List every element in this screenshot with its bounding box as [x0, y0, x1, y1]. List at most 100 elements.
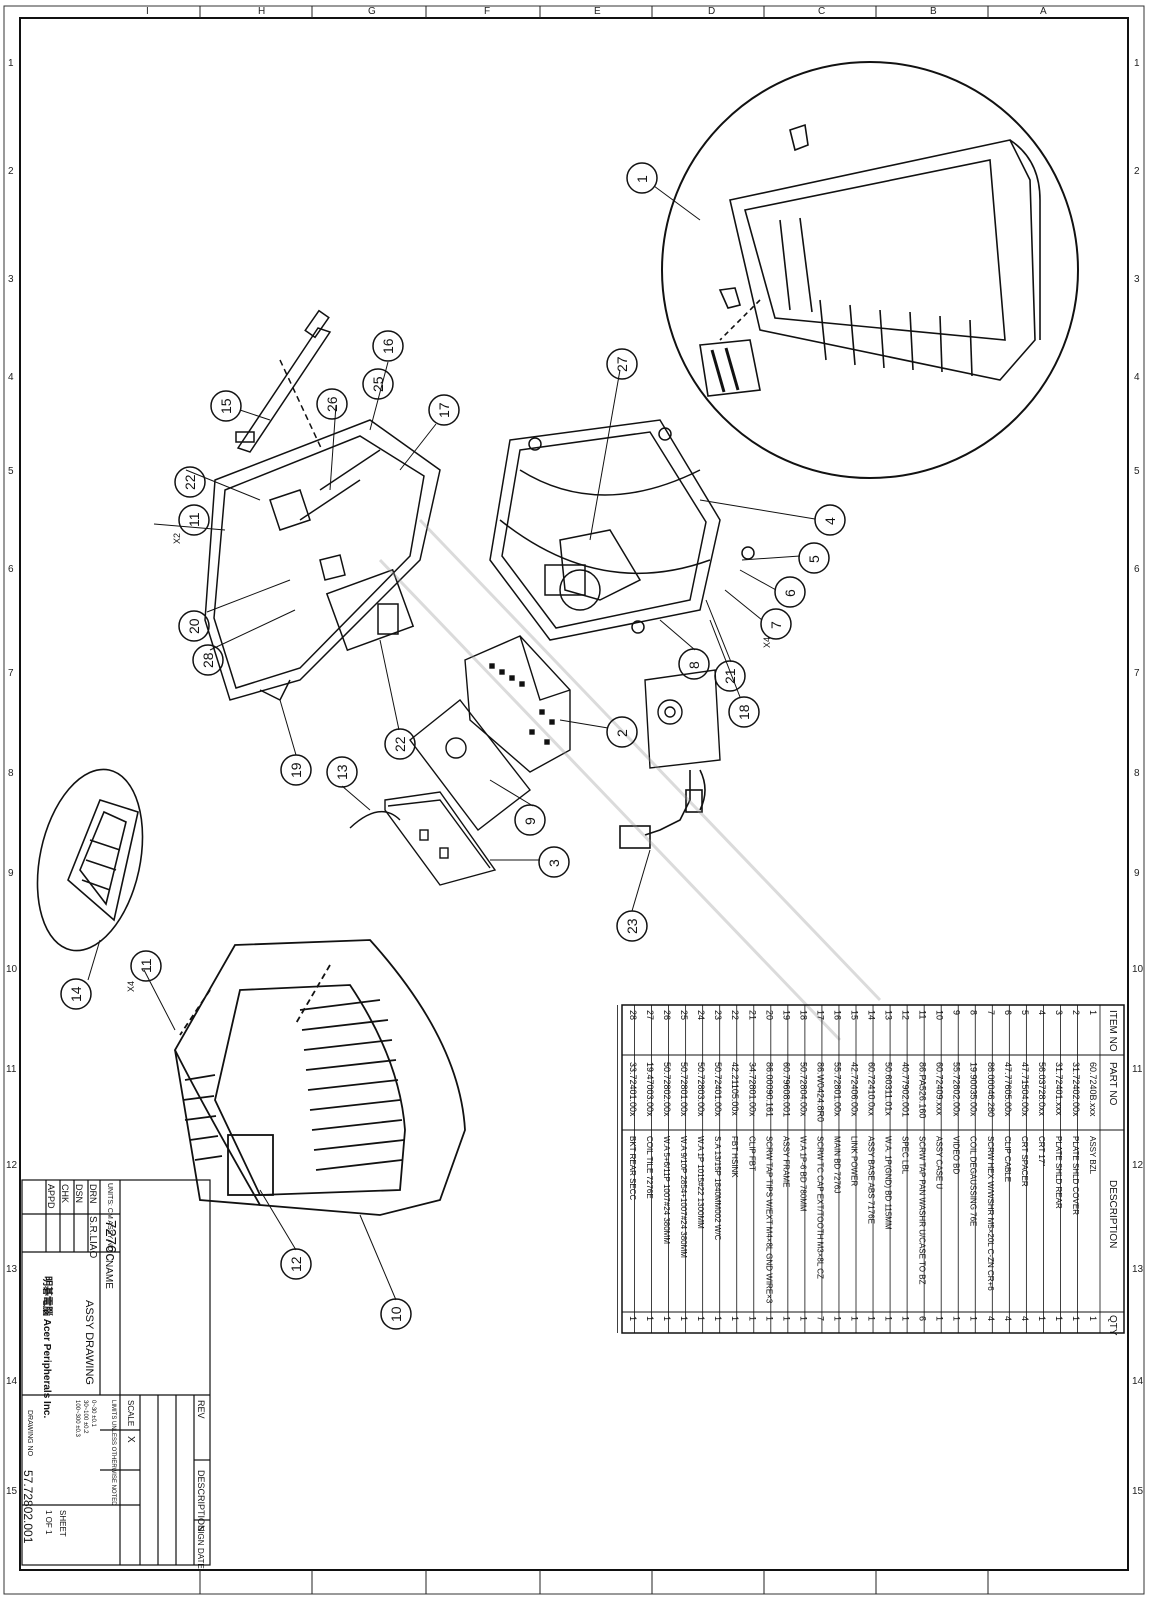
bom-cell-item: 15: [849, 1010, 859, 1020]
bom-cell-part: 34.72801.00x: [747, 1062, 757, 1117]
bom-cell-item: 7: [986, 1010, 996, 1015]
zone-number: 14: [1132, 1376, 1144, 1387]
bom-cell-qty: 1: [747, 1316, 757, 1321]
multiplier-x4-base: X4: [126, 981, 136, 992]
bom-cell-item: 12: [901, 1010, 911, 1020]
bom-cell-item: 21: [747, 1010, 757, 1020]
rev-label: REV: [196, 1400, 206, 1419]
bom-cell-desc: W.A 5+6/11P 1007#24 380MM: [662, 1136, 671, 1244]
callout-5: 5: [798, 542, 830, 574]
bom-cell-qty: 1: [952, 1316, 962, 1321]
callout-label: 2: [614, 729, 630, 737]
bom-cell-qty: 1: [1054, 1316, 1064, 1321]
zone-number: 10: [6, 964, 18, 975]
bezel-detail-view: [661, 61, 1079, 479]
monitor-rear-cover: [173, 939, 466, 1216]
bom-cell-desc: PLATE SHLD REAR: [1054, 1136, 1063, 1209]
bom-cell-desc: ASSY BZL: [1088, 1136, 1097, 1175]
bom-cell-qty: 1: [867, 1316, 877, 1321]
bom-cell-part: 31.72402.00x: [1071, 1062, 1081, 1117]
bom-cell-item: 9: [952, 1010, 962, 1015]
bom-cell-desc: CLIP CABLE: [1003, 1136, 1012, 1182]
callout-label: 22: [392, 736, 408, 752]
bom-cell-item: 27: [645, 1010, 655, 1020]
date-label: DATE: [196, 1548, 205, 1569]
zone-number: 2: [1134, 166, 1140, 177]
bom-cell-qty: 1: [764, 1316, 774, 1321]
zone-number: 13: [6, 1264, 18, 1275]
bom-cell-desc: SCRW HEX W/WSHR M5×20L C-ZN CR+6: [986, 1136, 995, 1291]
callout-18: 18: [728, 696, 760, 728]
bom-cell-qty: 6: [918, 1316, 928, 1321]
video-board: [409, 669, 721, 831]
tolerance-label: LIMITS UNLESS OTHERWISE NOTED: [110, 1400, 116, 1506]
zone-letter: C: [818, 6, 825, 17]
zone-number: 3: [1134, 274, 1140, 285]
bom-cell-item: 26: [662, 1010, 672, 1020]
tolerance-2: 30~100 ±0.2: [82, 1400, 88, 1434]
bom-cell-item: 5: [1020, 1010, 1030, 1015]
bom-cell-part: 56.03728.0xx: [1037, 1062, 1047, 1117]
callout-label: 6: [782, 589, 798, 597]
callout-3: 3: [538, 846, 570, 878]
bom-cell-desc: MAIN BD 7276J: [832, 1136, 841, 1193]
zone-number: 7: [1134, 668, 1140, 679]
title-block: [21, 1179, 211, 1566]
zone-number: 2: [8, 166, 14, 177]
zone-numbers-left: 1 2 3 4 5 6 7 8 9 10 11 12 13 14 15: [6, 58, 18, 1497]
callout-label: 15: [218, 398, 234, 414]
bom-cell-qty: 4: [1003, 1316, 1013, 1321]
bom-cell-part: 47.71504.00x: [1020, 1062, 1030, 1117]
scale-label: SCALE: [126, 1400, 135, 1426]
callout-14: 14: [60, 978, 92, 1010]
zone-number: 4: [8, 372, 14, 383]
callout-8: 8: [678, 648, 710, 680]
callout-label: 10: [388, 1306, 404, 1322]
bom-cell-part: 86.W0424.8R0: [815, 1062, 825, 1122]
zone-letter: A: [1040, 6, 1047, 17]
bom-cell-desc: VIDEO BD: [952, 1136, 961, 1174]
bom-cell-desc: COIL TILE 7276E: [645, 1136, 654, 1199]
bom-cell-item: 2: [1071, 1010, 1081, 1015]
bom-cell-qty: 1: [1088, 1316, 1098, 1321]
rear-shield-plate: [349, 791, 497, 886]
zone-number: 9: [1134, 868, 1140, 879]
callout-label: 18: [736, 704, 752, 720]
bom-cell-item: 11: [918, 1010, 928, 1019]
zone-number: 5: [1134, 466, 1140, 477]
zone-number: 7: [8, 668, 14, 679]
appd-label: APPD: [46, 1184, 56, 1209]
zone-number: 14: [6, 1376, 18, 1387]
units-label: UNITS: CM ASSY NO.: [106, 1183, 113, 1253]
callout-2: 2: [606, 716, 638, 748]
zone-number: 6: [1134, 564, 1140, 575]
bom-cell-qty: 1: [628, 1316, 638, 1321]
callout-label: 19: [288, 762, 304, 778]
callout-label: 23: [624, 918, 640, 934]
bom-cell-item: 17: [815, 1010, 825, 1020]
bom-cell-item: 28: [628, 1010, 638, 1020]
bom-cell-desc: SCRW TAP TIPS W/EXT M4×8L GND WIRE×3: [764, 1136, 773, 1304]
bom-cell-qty: 1: [935, 1316, 945, 1321]
bom-header-part: PART NO: [1107, 1062, 1118, 1106]
bom-cell-qty: 1: [781, 1316, 791, 1321]
zone-letters-top: I H G F E D C B A: [146, 6, 1047, 17]
tilt-swivel-base: [36, 768, 144, 952]
callout-17: 17: [428, 394, 460, 426]
callout-21: 21: [714, 660, 746, 692]
callout-22b: 22: [384, 728, 416, 760]
callout-label: 5: [806, 555, 822, 563]
bom-cell-item: 10: [935, 1010, 945, 1020]
bom-cell-desc: CLIP FBT: [747, 1136, 756, 1171]
bom-cell-item: 8: [969, 1010, 979, 1015]
multiplier-x4-crt: X4: [762, 637, 772, 648]
sheet-label: SHEET: [58, 1510, 67, 1537]
bom-cell-part: 19.90035.00x: [969, 1062, 979, 1117]
bom-cell-part: 42.72406.00x: [849, 1062, 859, 1117]
title-block-text: UNITS: CM ASSY NO. 7276c NAME ASSY DRAWI…: [21, 1183, 206, 1569]
bom-cell-part: 55.72802.00x: [952, 1062, 962, 1117]
callout-7: 7: [760, 608, 792, 640]
bom-cell-item: 20: [764, 1010, 774, 1020]
zone-number: 6: [8, 564, 14, 575]
